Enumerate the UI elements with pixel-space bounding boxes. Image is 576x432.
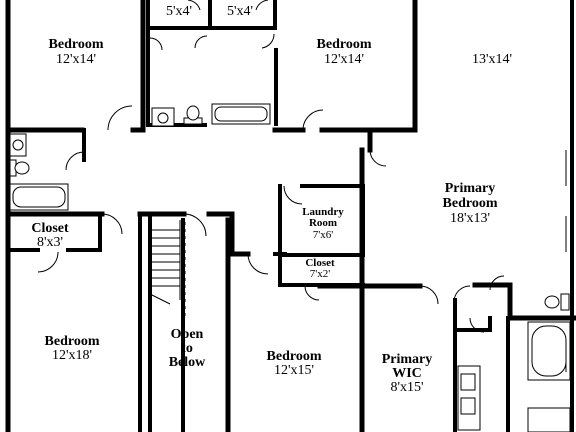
bedroom-top-left-size: 12'x14' (56, 52, 96, 67)
primary-wic-name-2: WIC (392, 366, 422, 381)
closet-top-left-size: 5'x4' (166, 4, 192, 19)
open-to-below-3: Below (169, 355, 206, 370)
closet-mid-size: 7'x2' (310, 268, 330, 280)
bedroom-bottom-left-name: Bedroom (45, 334, 100, 349)
bedroom-bottom-mid-size: 12'x15' (274, 363, 314, 378)
primary-wic-size: 8'x15' (390, 380, 423, 395)
bedroom-top-mid-name: Bedroom (317, 37, 372, 52)
open-to-below-1: Open (171, 327, 204, 342)
shower (527, 407, 571, 432)
bedroom-top-mid-size: 12'x14' (324, 52, 364, 67)
laundry-name-1: Laundry (302, 206, 344, 218)
bedroom-bottom-mid-name: Bedroom (267, 349, 322, 364)
room-top-right-size: 13'x14' (472, 52, 512, 67)
room-labels: 5'x4' 5'x4' Bedroom 12'x14' Bedroom 12'x… (31, 4, 512, 395)
closet-left-name: Closet (31, 221, 69, 236)
staircase (149, 220, 186, 316)
toilet (544, 295, 560, 309)
primary-wic-name-1: Primary (382, 352, 433, 367)
walls (5, 0, 576, 432)
bedroom-bottom-left-size: 12'x18' (52, 348, 92, 363)
closet-mid-name: Closet (305, 257, 335, 269)
closet-left-size: 8'x3' (37, 235, 63, 250)
closet-top-right-size: 5'x4' (227, 4, 253, 19)
bedroom-top-left-name: Bedroom (49, 37, 104, 52)
doors (37, 0, 505, 333)
laundry-size: 7'x6' (313, 229, 333, 241)
primary-bedroom-name-1: Primary (445, 181, 496, 196)
fixtures (9, 103, 571, 432)
primary-bedroom-size: 18'x13' (450, 211, 490, 226)
open-to-below-2: to (181, 341, 193, 356)
laundry-name-2: Room (309, 217, 337, 229)
primary-bedroom-name-2: Bedroom (443, 196, 498, 211)
